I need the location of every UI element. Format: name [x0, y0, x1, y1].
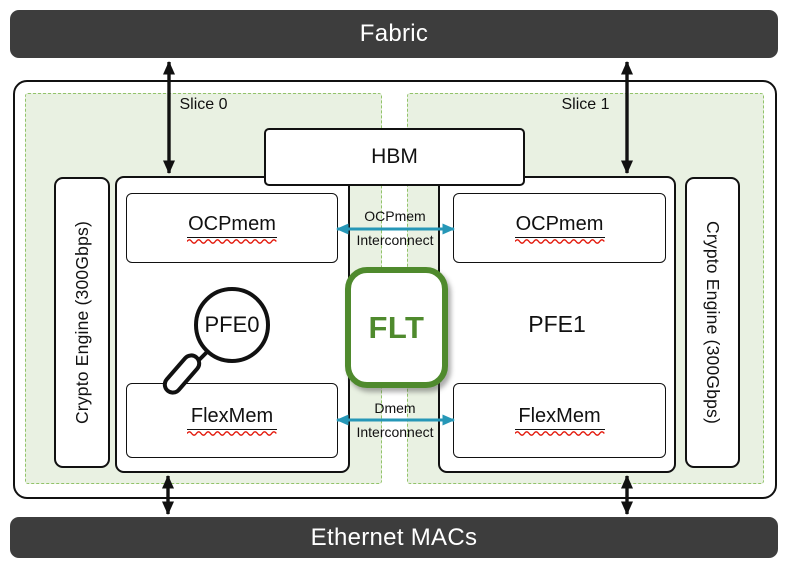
- flexmem-left-label: FlexMem: [187, 405, 277, 430]
- ocpmem-interconnect-label-line1: OCPmem: [364, 208, 426, 224]
- slice0-label: Slice 0: [179, 96, 228, 113]
- dmem-interconnect-label-line1: Dmem: [374, 400, 416, 416]
- ethernet-macs-bar: Ethernet MACs: [10, 517, 778, 558]
- fabric-bar: Fabric: [10, 10, 778, 58]
- flt-label: FLT: [368, 309, 425, 345]
- ocpmem-left-box: OCPmem: [126, 193, 338, 263]
- crypto-engine-right-label: Crypto Engine (300Gbps): [703, 220, 723, 425]
- ethernet-macs-label: Ethernet MACs: [310, 523, 478, 551]
- ocpmem-right-label: OCPmem: [514, 213, 605, 238]
- spellcheck-squiggle: [187, 431, 277, 436]
- spellcheck-squiggle: [187, 238, 277, 244]
- flexmem-right-box: FlexMem: [453, 383, 666, 458]
- hbm-box: HBM: [264, 128, 525, 186]
- spellcheck-squiggle: [514, 238, 605, 244]
- crypto-engine-left-label: Crypto Engine (300Gbps): [71, 220, 92, 425]
- flexmem-left-box: FlexMem: [126, 383, 338, 458]
- flt-box: FLT: [345, 267, 448, 388]
- crypto-engine-left-box: Crypto Engine (300Gbps): [54, 177, 110, 468]
- ocpmem-interconnect-label-line2: Interconnect: [356, 232, 434, 248]
- flexmem-right-label: FlexMem: [514, 405, 605, 430]
- pfe0-label: PFE0: [204, 312, 260, 337]
- dmem-interconnect-label-line2: Interconnect: [356, 424, 434, 440]
- spellcheck-squiggle: [514, 431, 605, 436]
- ocpmem-left-label: OCPmem: [187, 213, 277, 238]
- fabric-label: Fabric: [359, 20, 429, 47]
- hbm-label: HBM: [371, 145, 418, 168]
- ocpmem-right-box: OCPmem: [453, 193, 666, 263]
- slice1-label: Slice 1: [561, 96, 610, 113]
- pfe1-label: PFE1: [528, 311, 586, 337]
- crypto-engine-right-box: Crypto Engine (300Gbps): [685, 177, 740, 468]
